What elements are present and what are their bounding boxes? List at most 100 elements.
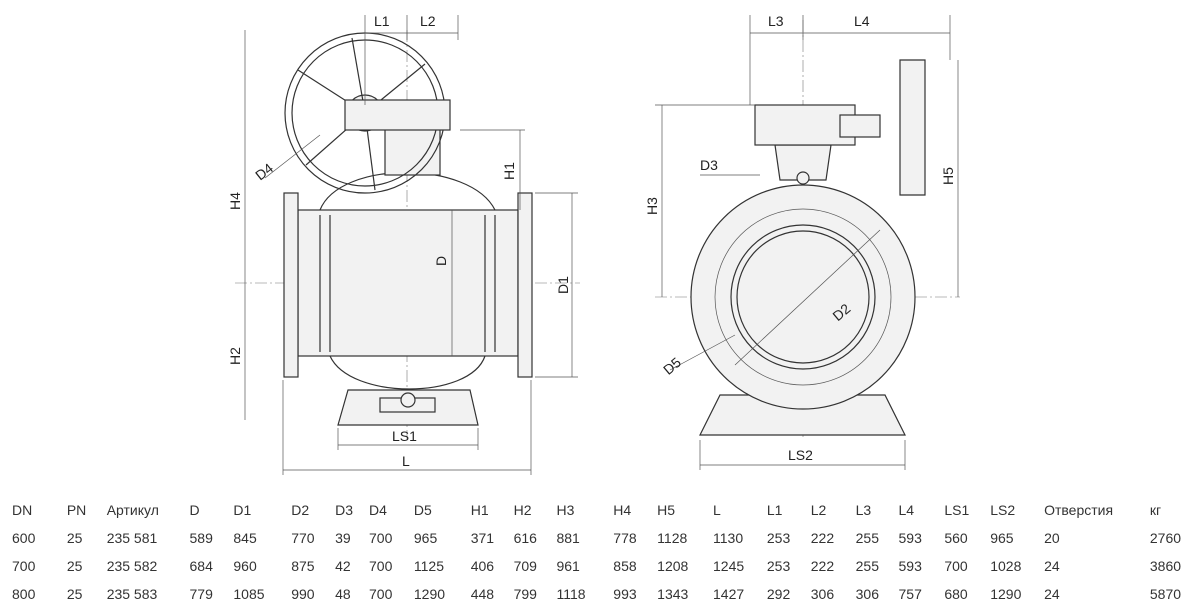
table-cell: 292 (766, 586, 791, 602)
table-cell: 222 (810, 530, 835, 546)
table-cell: 1343 (657, 586, 689, 602)
table-cell: 1128 (657, 530, 688, 546)
column-header: L1 (766, 502, 783, 518)
dim-label-D: D (433, 256, 449, 266)
table-cell: 845 (233, 530, 257, 546)
valve-technical-drawing: L1 L2 D4 H4 H1 D D1 H2 LS1 L L3 L4 D3 H3 (227, 13, 960, 475)
column-header: D3 (335, 502, 353, 518)
table-cell: 406 (470, 558, 495, 574)
dim-label-D1: D1 (555, 276, 571, 294)
table-cell: 1290 (413, 586, 446, 602)
table-cell: 1118 (556, 586, 586, 602)
table-cell: 24 (1044, 586, 1060, 602)
dim-label-L1: L1 (374, 13, 390, 29)
column-header: D2 (291, 502, 310, 518)
column-header: DN (12, 502, 33, 518)
table-cell: 1245 (713, 558, 745, 574)
dim-label-H4: H4 (227, 192, 243, 210)
dim-label-LS2: LS2 (788, 447, 813, 463)
column-header: кг (1149, 502, 1162, 518)
table-cell: 25 (66, 586, 83, 602)
table-cell: 39 (335, 530, 351, 546)
dim-label-L: L (402, 453, 410, 469)
column-header: H1 (470, 502, 489, 518)
table-cell: 700 (369, 558, 393, 574)
column-header: LS2 (990, 502, 1016, 518)
column-header: L3 (855, 502, 872, 518)
table-cell: 965 (990, 530, 1014, 546)
dim-label-D3: D3 (700, 157, 718, 173)
dim-label-H2: H2 (227, 347, 243, 365)
column-header: LS1 (944, 502, 970, 518)
table-cell: 235 583 (106, 586, 158, 602)
column-header: L2 (810, 502, 827, 518)
column-header: L4 (898, 502, 915, 518)
table-cell: 2760 (1149, 530, 1182, 546)
column-header: H5 (657, 502, 676, 518)
column-header: D5 (413, 502, 432, 518)
table-cell: 680 (944, 586, 968, 602)
table-cell: 881 (556, 530, 580, 546)
table-cell: 1208 (657, 558, 689, 574)
table-cell: 253 (766, 530, 791, 546)
dim-label-LS1: LS1 (392, 428, 417, 444)
column-header: Артикул (106, 502, 159, 518)
column-header: D (189, 502, 200, 518)
table-cell: 993 (613, 586, 637, 602)
table-cell: 235 581 (106, 530, 158, 546)
table-cell: 593 (898, 530, 922, 546)
table-cell: 799 (513, 586, 537, 602)
table-cell: 235 582 (106, 558, 158, 574)
table-cell: 1085 (233, 586, 265, 602)
table-cell: 858 (613, 558, 637, 574)
table-cell: 700 (944, 558, 968, 574)
dim-label-H5: H5 (940, 167, 956, 185)
column-header: H4 (613, 502, 632, 518)
table-cell: 616 (513, 530, 537, 546)
table-cell: 20 (1044, 530, 1060, 546)
table-cell: 222 (810, 558, 835, 574)
dim-label-L3: L3 (768, 13, 784, 29)
table-cell: 961 (556, 558, 580, 574)
table-cell: 700 (12, 558, 36, 574)
table-cell: 709 (513, 558, 537, 574)
table-cell: 770 (291, 530, 315, 546)
table-cell: 255 (855, 558, 879, 574)
front-view: L3 L4 D3 H3 H5 D2 D5 LS2 (644, 13, 960, 470)
table-cell: 757 (898, 586, 922, 602)
table-cell: 48 (335, 586, 351, 602)
table-cell: 1028 (990, 558, 1022, 574)
table-cell: 800 (12, 586, 36, 602)
dim-label-D4: D4 (252, 160, 276, 184)
dim-label-H1: H1 (501, 162, 517, 180)
table-cell: 600 (12, 530, 36, 546)
column-header: D1 (233, 502, 252, 518)
table-cell: 1130 (713, 530, 744, 546)
table-cell: 306 (810, 586, 835, 602)
flange (690, 184, 916, 410)
dim-label-L2: L2 (420, 13, 436, 29)
table-cell: 700 (369, 586, 393, 602)
table-cell: 1427 (713, 586, 745, 602)
table-cell: 255 (855, 530, 879, 546)
table-cell: 779 (189, 586, 213, 602)
table-cell: 24 (1044, 558, 1060, 574)
table-cell: 700 (369, 530, 393, 546)
table-cell: 875 (291, 558, 315, 574)
table-cell: 448 (470, 586, 495, 602)
table-cell: 960 (233, 558, 257, 574)
table-cell: 5870 (1149, 586, 1182, 602)
table-cell: 560 (944, 530, 968, 546)
table-cell: 684 (189, 558, 213, 574)
table-cell: 965 (413, 530, 438, 546)
column-header: H2 (513, 502, 532, 518)
column-header: Отверстия (1044, 502, 1114, 518)
side-view: L1 L2 D4 H4 H1 D D1 H2 LS1 L (227, 13, 580, 475)
table-cell: 25 (66, 558, 83, 574)
table-cell: 371 (470, 530, 495, 546)
